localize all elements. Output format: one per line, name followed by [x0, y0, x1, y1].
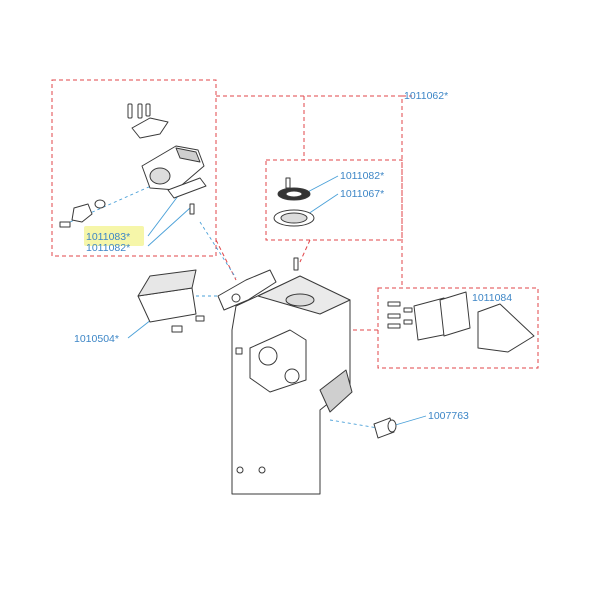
label-valve-seal: 1011082* — [86, 242, 131, 254]
label-fitting: 1007763 — [428, 410, 469, 422]
group-box-valve — [51, 79, 217, 257]
label-seal-a: 1011082* — [340, 170, 385, 182]
bracket-screw — [195, 315, 205, 322]
leader-fitting — [391, 415, 427, 427]
valve-screw — [189, 203, 195, 215]
part-highlight — [84, 226, 144, 246]
leader-valve — [147, 195, 179, 237]
leader-assembly-axis — [199, 221, 237, 279]
label-seal-b: 1011067* — [340, 188, 385, 200]
top-screws — [127, 103, 151, 119]
leader-valve-seal — [147, 207, 191, 247]
elbow-nozzle — [59, 221, 71, 228]
label-drawer: 1010504* — [74, 333, 119, 345]
valve-seal-ring — [167, 177, 207, 199]
seal-ring-a-hole — [285, 190, 303, 198]
housing-hole-b — [258, 466, 266, 474]
seal-ring-b-inner — [280, 212, 308, 224]
label-group-main: 1011062* — [404, 90, 449, 102]
valve-top-face — [175, 147, 201, 163]
valve-port — [149, 167, 171, 185]
gear-pin — [284, 368, 300, 384]
housing-port — [285, 293, 315, 307]
gear-sector — [319, 369, 353, 413]
group-boxes — [51, 79, 539, 369]
bracket-hole — [231, 293, 241, 303]
side-bracket — [477, 303, 535, 353]
housing-screw — [293, 257, 299, 271]
drawer-top — [137, 269, 197, 297]
side-screws — [387, 301, 413, 329]
side-screw — [235, 347, 243, 355]
drawer-screw — [171, 325, 183, 333]
leader-valve-axis — [69, 181, 161, 223]
leader-fitting-axis — [329, 419, 379, 429]
elbow-fitting — [71, 203, 93, 223]
group-box-side-panel — [377, 287, 539, 369]
group-connector-seals — [299, 239, 311, 263]
valve-clip — [131, 117, 169, 139]
fitting-end — [387, 419, 397, 433]
seal-screw — [285, 177, 291, 189]
label-valve: 1011083* — [86, 231, 131, 243]
label-side-panel: 1011084 — [472, 292, 513, 304]
parts — [59, 103, 535, 495]
o-ring — [94, 199, 106, 209]
housing-hole-a — [236, 466, 244, 474]
gear-hub — [258, 346, 278, 366]
side-plate — [439, 291, 471, 337]
